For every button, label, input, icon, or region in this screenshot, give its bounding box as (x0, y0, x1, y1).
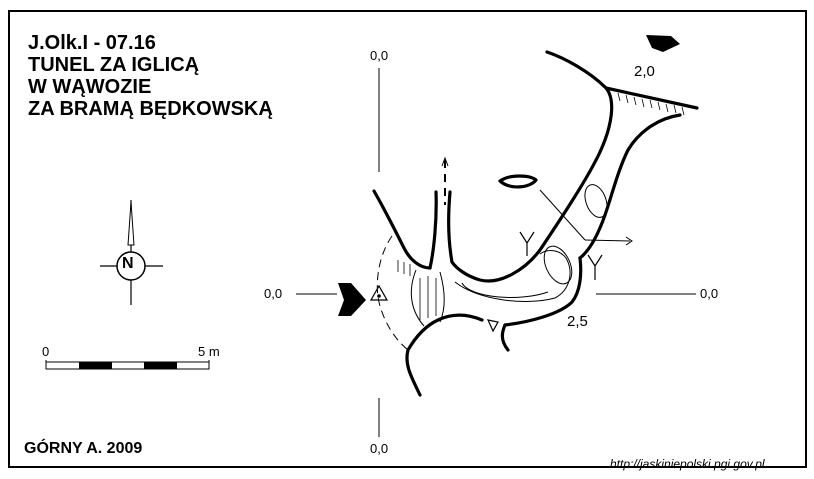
survey-point-icon (369, 284, 389, 301)
tree-icon (519, 231, 535, 256)
scale-start-label: 0 (42, 344, 50, 359)
coord-left: 0,0 (264, 286, 283, 301)
map-border (8, 10, 807, 468)
north-label: N (122, 255, 134, 272)
cave-walls (372, 50, 699, 397)
coord-top: 0,0 (370, 48, 389, 63)
title-cave-id: J.Olk.I - 07.16 (28, 32, 156, 54)
coord-bottom: 0,0 (370, 441, 389, 456)
rock-hatching (397, 91, 685, 320)
upper-entrance-arrow-icon (646, 35, 680, 52)
tree-icon-2 (587, 254, 603, 280)
source-url[interactable]: http://jaskiniepolski.pgi.gov.pl (610, 457, 765, 471)
north-arrow-icon (100, 200, 163, 305)
scale-end-label: 5 m (198, 344, 220, 359)
cave-symbols (369, 231, 603, 333)
author-credit: GÓRNY A. 2009 (24, 440, 143, 457)
depth-upper: 2,0 (634, 63, 655, 80)
depth-lower: 2,5 (567, 313, 588, 330)
boulder-icon (486, 319, 499, 333)
title-location-1: W WĄWOZIE (28, 76, 152, 98)
scale-bar (45, 360, 210, 370)
left-entrance-arrow-icon (338, 283, 366, 316)
survey-lines (376, 156, 633, 351)
reference-lines (296, 68, 696, 437)
title-location-2: ZA BRAMĄ BĘDKOWSKĄ (28, 98, 273, 120)
title-cave-name: TUNEL ZA IGLICĄ (28, 54, 200, 76)
coord-right: 0,0 (700, 286, 719, 301)
